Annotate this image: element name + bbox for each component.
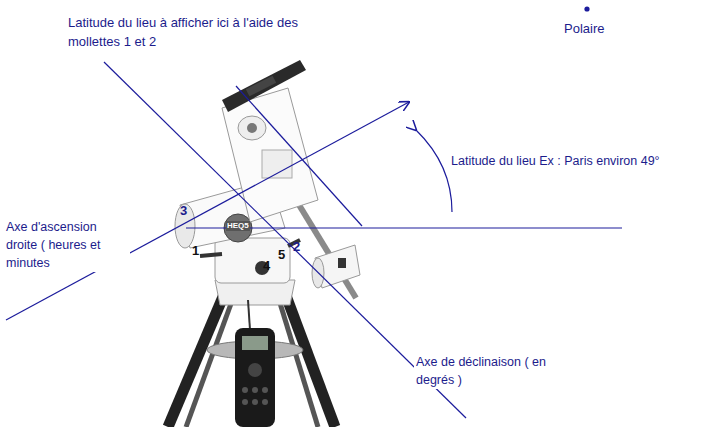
callout-number: 4 (261, 259, 272, 273)
latitude-setting-note: Latitude du lieu à afficher ici à l'aide… (66, 14, 308, 52)
callout-number: 5 (276, 248, 287, 262)
declination-housing (222, 60, 318, 222)
tripod (168, 280, 335, 427)
callout-number: 1 (190, 244, 201, 258)
counterweight (296, 200, 360, 298)
callout-number: 2 (291, 240, 302, 254)
star-name: Polaire (562, 20, 606, 39)
hand-controller (235, 300, 275, 427)
latitude-note: Latitude du lieu Ex : Paris environ 49° (449, 152, 662, 170)
axis-name: Axe d'ascension droite ( heures et minut… (4, 218, 130, 272)
axis-name: Axe de déclinaison ( en degrés ) (414, 353, 578, 389)
polaris-dot (584, 6, 589, 11)
brand-badge: HEQ5 (226, 221, 250, 231)
callout-number: 3 (178, 204, 189, 218)
